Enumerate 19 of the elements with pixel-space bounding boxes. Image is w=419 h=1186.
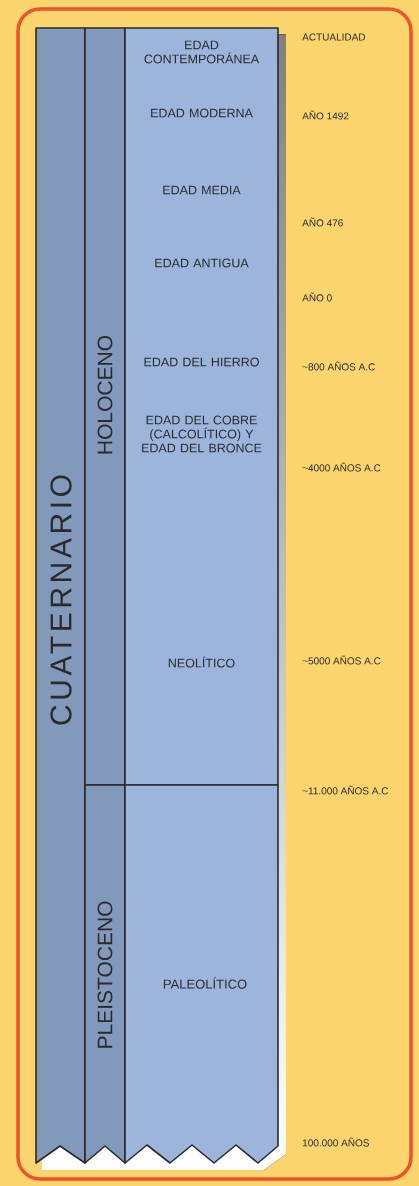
date-label: AÑO 0 [302, 292, 332, 302]
era-label: EDAD MODERNA [151, 108, 253, 118]
era-label: EDAD ANTIGUA [155, 258, 249, 268]
era-label: EDAD DEL HIERRO [144, 357, 259, 367]
epoch-column: PLEISTOCENO [84, 784, 126, 1164]
date-label: ~11.000 AÑOS A.C [302, 785, 389, 795]
era-label: NEOLÍTICO [168, 656, 235, 668]
date-label: 100.000 AÑOS [302, 1137, 369, 1147]
era-label: EDAD MEDIA [163, 185, 241, 195]
epoch-column: HOLOCENO [84, 27, 126, 786]
date-label: ~5000 AÑOS A.C [302, 655, 381, 665]
date-label: ACTUALIDAD [302, 33, 366, 41]
era-label: EDAD DEL COBRE (CALCOLÍTICO) Y EDAD DEL BRONCE [142, 415, 262, 453]
date-label: AÑO 476 [302, 217, 343, 227]
period-box: PALEOLÍTICO [124, 784, 279, 1164]
era-label: EDAD CONTEMPORÁNEA [144, 40, 260, 64]
date-label: AÑO 1492 [302, 110, 349, 120]
date-label: ~4000 AÑOS A.C [302, 462, 381, 472]
date-label: ~800 AÑOS A.C [302, 361, 375, 371]
